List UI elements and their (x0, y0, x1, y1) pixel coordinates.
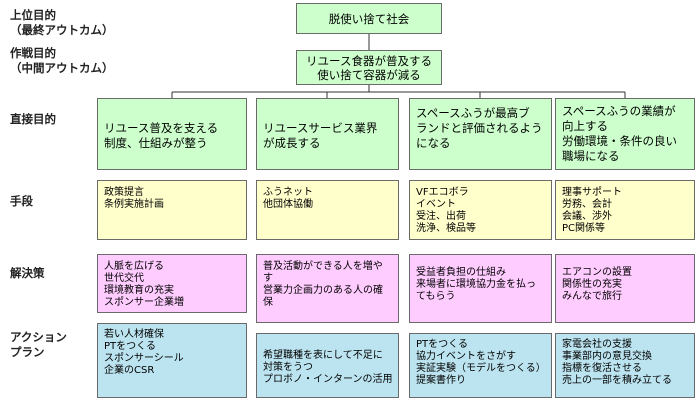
action-box-2: 希望職種を表にして不足に 対策をうつ プロボノ・インターンの活用 (256, 333, 399, 398)
means-box-2: ふうネット 他団体協働 (256, 180, 399, 240)
action-box-4: 家電会社の支援 事業部内の意見交換 指標を復活させる 売上の一部を積み立てる (555, 333, 695, 398)
direct-goal-1: リユース普及を支える 制度、仕組みが整う (97, 98, 247, 170)
label-means: 手段 (10, 194, 33, 208)
top-goal-box: 脱使い捨て社会 (296, 3, 442, 34)
direct-goal-4: スペースふうの業績が 向上する 労働環境・条件の良い 職場になる (555, 98, 695, 170)
label-action-plan: アクション プラン (10, 330, 67, 359)
action-box-1: 若い人材確保 PTをつくる スポンサーシール 企業のCSR (97, 323, 247, 398)
direct-goal-3: スペースふうが最高ブ ランドと評価されるよう になる (409, 98, 552, 170)
strategy-goal-box: リユース食器が普及する 使い捨て容器が減る (296, 50, 442, 85)
means-box-4: 理事サポート 労務、会計 会議、渉外 PC関係等 (555, 180, 695, 240)
means-box-1: 政策提言 条例実施計画 (97, 180, 247, 240)
solution-box-4: エアコンの設置 関係性の充実 みんなで旅行 (555, 254, 695, 323)
label-direct-purpose: 直接目的 (10, 112, 56, 126)
direct-goal-2: リユースサービス業界 が成長する (256, 98, 399, 170)
label-strategy-outcome: 作戦目的 （中間アウトカム） (10, 46, 114, 75)
solution-box-3: 受益者負担の仕組み 来場者に環境協力金を払っ てもらう (409, 254, 552, 323)
label-solution: 解決策 (10, 266, 45, 280)
solution-box-2: 普及活動ができる人を増や す 営業力企画力のある人の確 保 (256, 254, 399, 323)
action-box-3: PTをつくる 協力イベントをさがす 実証実験（モデルをつくる） 提案書作り (409, 333, 552, 398)
solution-box-1: 人脈を広げる 世代交代 環境教育の充実 スポンサー企業増 (97, 254, 247, 313)
means-box-3: VFエコボラ イベント 受注、出荷 洗浄、検品等 (409, 180, 552, 240)
label-top-outcome: 上位目的 （最終アウトカム） (10, 8, 114, 37)
